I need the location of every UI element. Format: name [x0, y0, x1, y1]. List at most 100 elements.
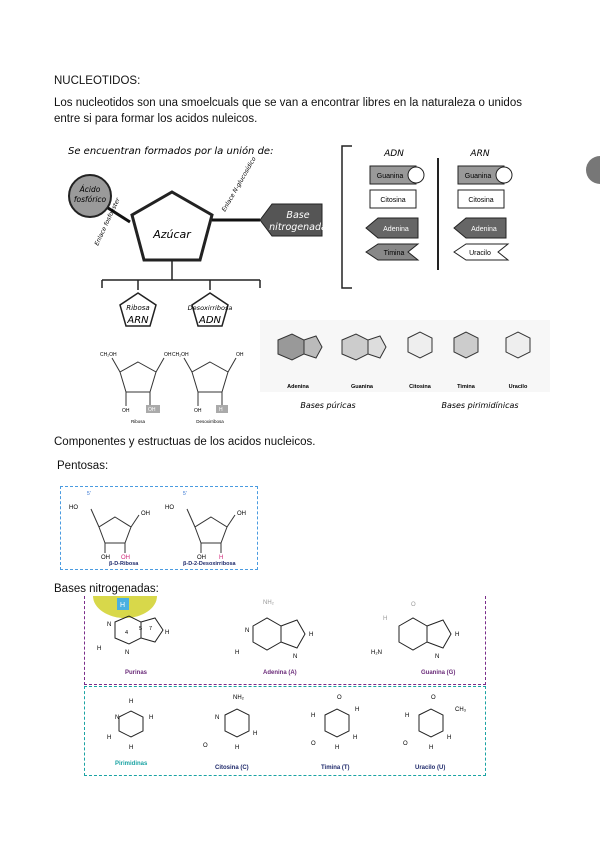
svg-text:H₂N: H₂N — [371, 650, 382, 656]
svg-text:H: H — [149, 715, 153, 721]
sugar-pentagon — [130, 190, 214, 262]
citosina-structure — [407, 331, 433, 359]
timina-structure — [453, 331, 479, 359]
arn-base-guanina: Guanina — [465, 173, 492, 180]
adn-base-adenina: Adenina — [383, 226, 409, 233]
svg-text:CH₃: CH₃ — [455, 707, 467, 713]
svg-text:N: N — [125, 650, 129, 656]
svg-text:H: H — [97, 646, 101, 652]
deoxyribose-caption: Desoxirribosa — [196, 419, 224, 424]
pyrimidines-label: Bases pirimidínicas — [441, 401, 518, 410]
purines-box: H N 4 5 7 H H N Purinas NH₂ N H H N Aden… — [84, 596, 486, 685]
beta-deoxyribose-structure — [186, 508, 236, 553]
adn-base-guanina: Guanina — [377, 173, 404, 180]
ribose-tag: ARN — [126, 315, 149, 326]
citosina-label: Citosina (C) — [215, 765, 249, 771]
pyrimidines-box: H N H H H Pirimidinas NH₂ N H O H Citosi… — [84, 686, 486, 776]
beta-ribose-structure — [90, 508, 140, 553]
svg-text:N: N — [107, 622, 111, 628]
ribose-structure — [111, 357, 165, 406]
guanina-label: Guanina (G) — [421, 670, 455, 676]
side-tab — [586, 156, 600, 184]
purines-label: Bases púricas — [300, 401, 355, 410]
svg-text:5': 5' — [87, 491, 91, 497]
ribose-pentagon — [119, 292, 157, 327]
svg-text:N: N — [245, 628, 249, 634]
section-bases: Bases nitrogenadas: — [54, 583, 159, 595]
svg-text:H: H — [120, 602, 125, 609]
svg-text:H: H — [355, 707, 359, 713]
svg-text:O: O — [411, 602, 416, 608]
bond-right-label: Enlace N-glucosídico — [221, 156, 258, 213]
deoxyribose-label: Desoxirribosa — [188, 304, 233, 312]
base-name-guanina: Guanina — [351, 384, 374, 390]
svg-text:H: H — [253, 731, 257, 737]
adenina-structure — [277, 333, 323, 361]
base-name-adenina: Adenina — [287, 384, 310, 390]
section-pentoses: Pentosas: — [57, 460, 109, 472]
svg-text:CH₂OH: CH₂OH — [100, 352, 117, 358]
adn-base-citosina: Citosina — [380, 197, 405, 204]
adenina-figure-structure — [252, 617, 306, 651]
arn-base-adenina: Adenina — [471, 226, 497, 233]
nucleotide-diagram-svg: Se encuentran formados por la unión de: … — [68, 145, 600, 424]
bases-bracket — [341, 145, 352, 289]
adn-base-timina: Timina — [384, 250, 405, 257]
purinas-label: Purinas — [125, 670, 148, 676]
deoxyribose-pentagon — [191, 292, 229, 327]
intro-paragraph: Los nucleotidos son una smoelcuals que s… — [54, 97, 522, 125]
base-name-timina: Timina — [457, 384, 476, 390]
purine-generic-structure — [114, 615, 164, 645]
phosphate-circle — [68, 174, 112, 218]
svg-text:H: H — [219, 555, 223, 561]
guanina-structure — [341, 333, 387, 361]
svg-text:H: H — [219, 407, 223, 413]
svg-text:fosfórico: fosfórico — [74, 195, 107, 204]
svg-text:OH: OH — [164, 352, 172, 358]
uracilo-structure — [505, 331, 531, 359]
adn-header: ADN — [383, 149, 404, 159]
timina-label: Timina (T) — [321, 765, 350, 771]
svg-text:H: H — [353, 735, 357, 741]
svg-text:H: H — [235, 745, 239, 751]
svg-text:HO: HO — [165, 505, 174, 511]
timina-figure-structure — [324, 708, 350, 738]
pentoses-figure: HO 5' OH OH OH β-D-Ribosa HO 5' OH OH H … — [60, 486, 258, 570]
svg-text:O: O — [311, 741, 316, 747]
svg-text:OH: OH — [122, 408, 130, 414]
svg-text:N: N — [115, 715, 119, 721]
base-name-uracilo: Uracilo — [509, 384, 528, 390]
svg-text:7: 7 — [149, 626, 152, 632]
svg-text:nitrogenada: nitrogenada — [269, 222, 327, 233]
pyrimidines-svg: H N H H H Pirimidinas NH₂ N H O H Citosi… — [107, 695, 467, 771]
svg-text:5: 5 — [139, 626, 142, 632]
svg-text:OH: OH — [121, 555, 130, 561]
svg-text:H: H — [129, 699, 133, 705]
svg-text:HO: HO — [69, 505, 78, 511]
svg-text:H: H — [429, 745, 433, 751]
svg-text:H: H — [311, 713, 315, 719]
base-structures-row — [277, 331, 531, 361]
svg-text:4: 4 — [125, 630, 128, 636]
pirimidinas-label: Pirimidinas — [115, 761, 148, 767]
arn-base-uracilo: Uracilo — [469, 250, 491, 257]
svg-text:OH: OH — [141, 511, 150, 517]
svg-text:OH: OH — [237, 511, 246, 517]
svg-text:H: H — [335, 745, 339, 751]
uracilo-label: Uracilo (U) — [415, 765, 445, 771]
svg-text:N: N — [435, 654, 439, 660]
deoxyribose-tag: ADN — [198, 315, 222, 326]
citosina-figure-structure — [224, 708, 250, 738]
base-name-citosina: Citosina — [409, 384, 432, 390]
svg-text:H: H — [235, 650, 239, 656]
svg-text:5': 5' — [183, 491, 187, 497]
guanina-figure-structure — [398, 617, 452, 651]
svg-text:H: H — [129, 745, 133, 751]
svg-text:CH₂OH: CH₂OH — [172, 352, 189, 358]
page-title: NUCLEOTIDOS: — [54, 75, 141, 87]
svg-text:NH₂: NH₂ — [263, 600, 275, 606]
svg-text:O: O — [403, 741, 408, 747]
svg-text:O: O — [337, 695, 342, 701]
base-label: Base — [286, 210, 309, 221]
svg-text:N: N — [215, 715, 219, 721]
